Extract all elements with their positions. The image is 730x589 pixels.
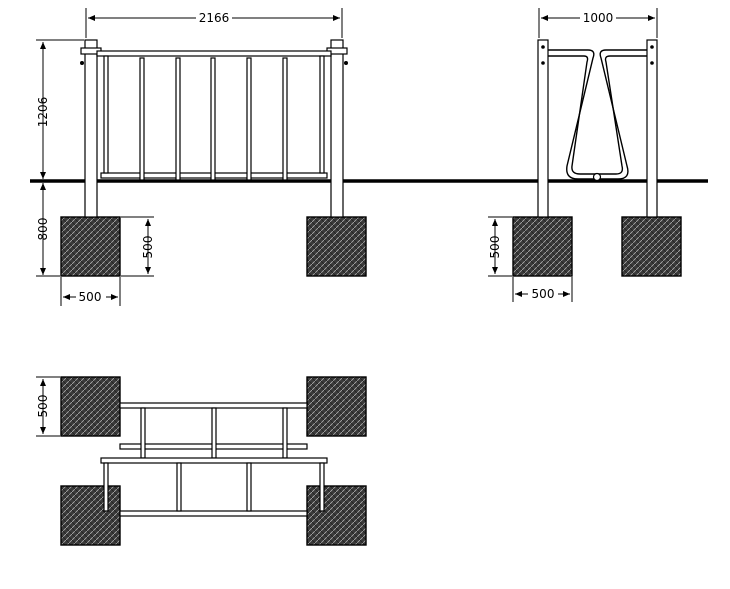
plan-bottom-bar [176,462,182,512]
plan-view: 500 [36,376,367,546]
side-post-left [537,39,549,218]
front-inner-right [319,55,325,174]
front-width-label: 2166 [199,11,230,25]
front-view: 2166 1206 800 500 500 [30,8,708,306]
front-footing-left [60,216,121,277]
front-bar [210,57,216,181]
side-bolt [650,61,654,65]
plan-top-rail-upper [119,402,308,409]
plan-bottom-bar [103,462,109,512]
plan-footing-label: 500 [36,395,50,418]
plan-top-bar [140,407,146,459]
side-footing-right [621,216,682,277]
front-post-right [330,39,344,218]
side-footing-height-label: 500 [488,236,502,259]
plan-footing-top-left [60,376,121,437]
front-height-label: 1206 [36,97,50,128]
front-bar [246,57,252,181]
side-view: 1000 500 500 [488,8,682,302]
front-bolt-left-top [80,61,84,65]
side-loop-outer [548,49,647,180]
front-depth-label: 800 [36,218,50,241]
front-bolt-right-top [344,61,348,65]
front-bar [282,57,288,181]
plan-bottom-bar [319,462,325,512]
plan-footing-bottom-left [60,485,121,546]
side-loop-inner [548,55,647,175]
front-inner-left [103,55,109,174]
plan-bottom-rail-lower [119,510,308,517]
front-bar [175,57,181,181]
front-footing-height-label: 500 [141,236,155,259]
front-bar [139,57,145,181]
plan-top-bar [282,407,288,459]
side-bolt [650,45,654,49]
plan-top-bar [211,407,217,459]
side-width-label: 1000 [583,11,614,25]
side-post-right [646,39,658,218]
side-footing-left [512,216,573,277]
front-footing-width-label: 500 [79,290,102,304]
side-bolt [541,61,545,65]
plan-bottom-bar [246,462,252,512]
plan-footing-top-right [306,376,367,437]
front-post-left [84,39,98,218]
plan-middle-rail [100,457,328,464]
side-footing-width-label: 500 [532,287,555,301]
plan-footing-bottom-right [306,485,367,546]
front-top-rail [96,50,332,57]
side-bolt [541,45,545,49]
front-footing-right [306,216,367,277]
side-loop-joint [592,172,602,182]
